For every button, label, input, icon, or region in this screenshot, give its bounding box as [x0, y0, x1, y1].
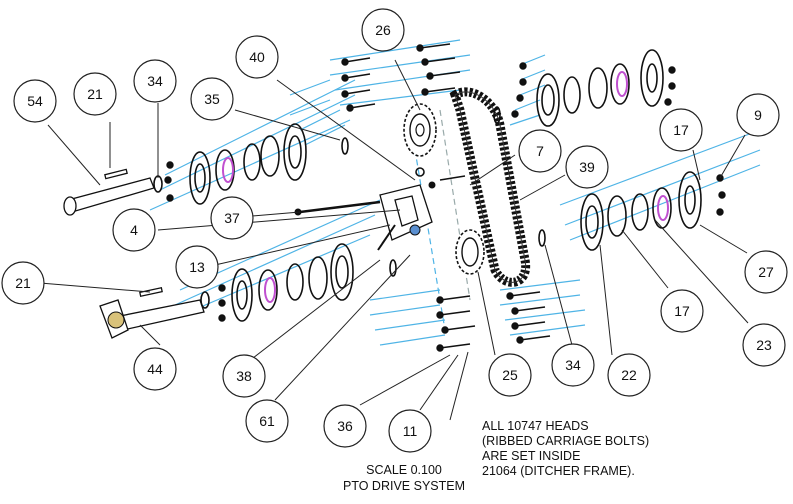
callout-23: 23 — [742, 323, 786, 367]
leader-lines — [39, 59, 749, 421]
callout-25: 25 — [488, 353, 532, 397]
svg-text:21: 21 — [15, 275, 31, 291]
drawing-title: PTO DRIVE SYSTEM — [343, 479, 465, 493]
callout-21: 21 — [73, 72, 117, 116]
svg-text:9: 9 — [754, 107, 762, 123]
svg-text:38: 38 — [236, 368, 252, 384]
tensioner-assembly — [294, 167, 466, 251]
carriage-bolts-right-top — [511, 62, 676, 118]
scale-caption: SCALE 0.100 PTO DRIVE SYSTEM — [343, 463, 465, 493]
lower-left-bearing-stack — [231, 243, 397, 322]
svg-text:21: 21 — [87, 86, 103, 102]
upper-right-bearing-stack — [493, 49, 664, 127]
svg-text:40: 40 — [249, 49, 265, 65]
callout-11: 11 — [388, 409, 432, 453]
svg-text:26: 26 — [375, 22, 391, 38]
svg-text:27: 27 — [758, 264, 774, 280]
svg-text:39: 39 — [579, 159, 595, 175]
svg-text:4: 4 — [130, 222, 138, 238]
lower-sprocket — [455, 229, 485, 275]
svg-text:37: 37 — [224, 210, 240, 226]
callout-37: 37 — [210, 196, 254, 240]
scale-text: SCALE 0.100 — [366, 463, 442, 477]
upper-input-shaft — [63, 168, 163, 216]
carriage-bolts-bottom — [436, 291, 551, 352]
callout-7: 7 — [518, 129, 562, 173]
svg-text:17: 17 — [673, 122, 689, 138]
note-line-4: 21064 (DITCHER FRAME). — [482, 464, 635, 478]
svg-text:11: 11 — [403, 423, 418, 439]
callout-26: 26 — [361, 8, 405, 52]
callout-4: 4 — [112, 208, 156, 252]
svg-text:34: 34 — [147, 73, 163, 89]
upper-left-bearing-stack — [189, 123, 349, 205]
svg-text:22: 22 — [621, 367, 637, 383]
svg-text:7: 7 — [536, 143, 544, 159]
upper-sprocket — [403, 103, 437, 157]
callout-61: 61 — [245, 399, 289, 443]
svg-text:35: 35 — [204, 91, 220, 107]
svg-text:36: 36 — [337, 418, 353, 434]
svg-text:23: 23 — [756, 337, 772, 353]
callout-13: 13 — [175, 245, 219, 289]
callout-34: 34 — [133, 59, 177, 103]
callout-17-upper: 17 — [659, 108, 703, 152]
lower-output-shaft — [99, 286, 210, 339]
svg-text:44: 44 — [147, 361, 163, 377]
carriage-bolts-left — [164, 161, 726, 322]
callout-40: 40 — [235, 35, 279, 79]
callout-17-lower: 17 — [660, 289, 704, 333]
callout-35: 35 — [190, 77, 234, 121]
callout-9: 9 — [736, 93, 780, 137]
note-line-1: ALL 10747 HEADS — [482, 419, 589, 433]
callout-balloons: 54 21 34 35 40 26 7 39 17 9 4 37 13 21 4… — [1, 8, 788, 453]
svg-text:61: 61 — [259, 413, 275, 429]
callout-54: 54 — [13, 79, 57, 123]
callout-27: 27 — [744, 250, 788, 294]
callout-21-lower: 21 — [1, 261, 45, 305]
callout-44: 44 — [133, 347, 177, 391]
callout-36: 36 — [323, 404, 367, 448]
svg-text:17: 17 — [674, 303, 690, 319]
carriage-bolts-top — [341, 43, 461, 112]
roller-chain — [449, 87, 531, 287]
note-line-3: ARE SET INSIDE — [482, 449, 580, 463]
assembly-note: ALL 10747 HEADS (RIBBED CARRIAGE BOLTS) … — [482, 419, 649, 478]
svg-text:34: 34 — [565, 357, 581, 373]
note-line-2: (RIBBED CARRIAGE BOLTS) — [482, 434, 649, 448]
lower-right-bearing-stack — [538, 171, 702, 251]
svg-text:25: 25 — [502, 367, 518, 383]
callout-34-lower: 34 — [551, 343, 595, 387]
callout-38: 38 — [222, 354, 266, 398]
callout-39: 39 — [565, 145, 609, 189]
svg-text:13: 13 — [189, 259, 205, 275]
svg-text:54: 54 — [27, 93, 43, 109]
callout-22: 22 — [607, 353, 651, 397]
